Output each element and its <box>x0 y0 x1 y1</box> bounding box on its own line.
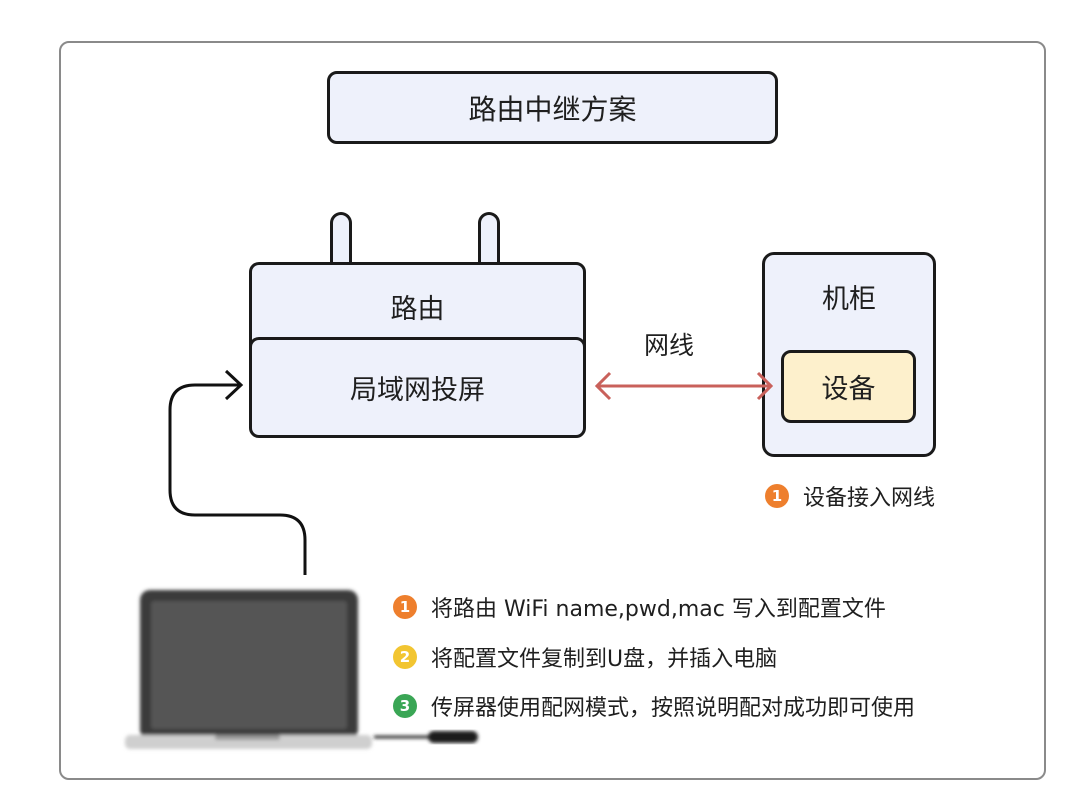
router-lan-cast-label: 局域网投屏 <box>350 375 485 406</box>
laptop-icon <box>125 590 372 749</box>
laptop-to-router-path <box>168 383 307 575</box>
device-box: 设备 <box>781 350 916 423</box>
step-badge: 2 <box>393 645 417 669</box>
step-3: 3 传屏器使用配网模式，按照说明配对成功即可使用 <box>393 690 915 722</box>
step-text: 传屏器使用配网模式，按照说明配对成功即可使用 <box>431 696 916 721</box>
router-antenna-right <box>478 212 500 272</box>
router-lan-cast-box: 局域网投屏 <box>249 337 586 438</box>
step-1: 1 将路由 WiFi name,pwd,mac 写入到配置文件 <box>393 591 886 623</box>
cabinet-note: 1 设备接入网线 <box>765 480 935 512</box>
step-badge: 1 <box>765 484 789 508</box>
step-text: 将配置文件复制到U盘，并插入电脑 <box>431 647 778 672</box>
screen-dongle-icon <box>374 731 478 743</box>
cable-label: 网线 <box>644 331 695 360</box>
step-badge: 1 <box>393 595 417 619</box>
device-label: 设备 <box>821 374 876 405</box>
cabinet-note-text: 设备接入网线 <box>803 486 936 511</box>
cable-double-arrow <box>594 371 774 401</box>
step-text: 将路由 WiFi name,pwd,mac 写入到配置文件 <box>431 597 886 622</box>
laptop-to-router-arrowhead <box>224 369 244 401</box>
router-antenna-left <box>330 212 352 272</box>
step-badge: 3 <box>393 694 417 718</box>
diagram-title: 路由中继方案 <box>327 71 778 144</box>
step-2: 2 将配置文件复制到U盘，并插入电脑 <box>393 641 777 673</box>
router-label: 路由 <box>390 294 445 325</box>
cabinet-label: 机柜 <box>822 284 876 315</box>
